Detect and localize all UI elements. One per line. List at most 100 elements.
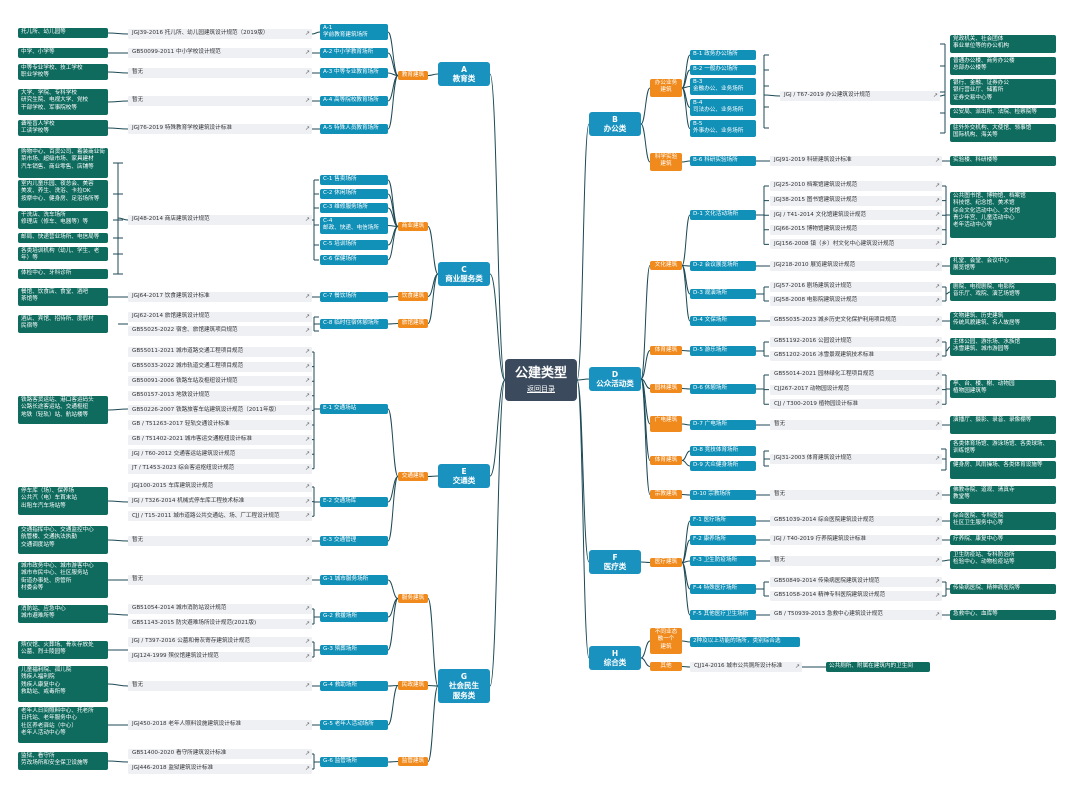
external-link-icon[interactable]: ↗ bbox=[304, 620, 310, 628]
standard-G2a[interactable]: GB51054-2014 城市消防站设计规范↗ bbox=[128, 604, 312, 614]
standard-E2b[interactable]: JGJ / T326-2014 机械式停车库工程技术标准↗ bbox=[128, 496, 312, 507]
sub-G5[interactable]: G-5 老年人活动场所 bbox=[320, 720, 388, 730]
standard-D3a[interactable]: JGJ57-2016 剧场建筑设计规范↗ bbox=[770, 282, 942, 292]
sub-C5[interactable]: C-5 培训场所 bbox=[320, 240, 388, 250]
external-link-icon[interactable]: ↗ bbox=[304, 348, 310, 356]
standard-E2a[interactable]: JGJ100-2015 车库建筑设计规范↗ bbox=[128, 482, 312, 492]
standard-G3a[interactable]: JGJ / T397-2016 公墓和骨灰寄存建筑设计规范↗ bbox=[128, 637, 312, 647]
standard-G1[interactable]: 暂无↗ bbox=[128, 575, 312, 585]
sub-C2[interactable]: C-2 休闲场所 bbox=[320, 189, 388, 199]
standard-C8a[interactable]: JGJ62-2014 旅馆建筑设计规范↗ bbox=[128, 312, 312, 322]
standard-E3[interactable]: 暂无↗ bbox=[128, 536, 312, 546]
sub-D6[interactable]: D-6 休憩场所 bbox=[690, 384, 756, 394]
sub-E2[interactable]: E-2 交通场库 bbox=[320, 497, 388, 507]
sub-D9[interactable]: D-9 大众健身场所 bbox=[690, 461, 756, 471]
external-link-icon[interactable]: ↗ bbox=[304, 512, 310, 520]
external-link-icon[interactable]: ↗ bbox=[304, 721, 310, 729]
external-link-icon[interactable]: ↗ bbox=[304, 30, 310, 38]
external-link-icon[interactable]: ↗ bbox=[304, 464, 310, 472]
sub-E1[interactable]: E-1 交通场站 bbox=[320, 404, 388, 414]
standard-D2[interactable]: JGJ218-2010 展览建筑设计规范↗ bbox=[770, 261, 942, 271]
standard-D10[interactable]: 暂无↗ bbox=[770, 490, 942, 500]
standard-E1i[interactable]: JT / T1453-2023 综合客运枢纽设计规范↗ bbox=[128, 463, 312, 474]
external-link-icon[interactable]: ↗ bbox=[304, 497, 310, 505]
external-link-icon[interactable]: ↗ bbox=[934, 592, 940, 600]
standard-E1h[interactable]: JGJ / T60-2012 交通客运站建筑设计规范↗ bbox=[128, 449, 312, 460]
standard-A5[interactable]: JGJ76-2019 特殊教育学校建筑设计标准↗ bbox=[128, 124, 312, 134]
standard-E1g[interactable]: GB / T51402-2021 城市客运交通枢纽设计标准↗ bbox=[128, 434, 312, 445]
standard-D3b[interactable]: JGJ58-2008 电影院建筑设计规范↗ bbox=[770, 296, 942, 306]
standard-C8b[interactable]: GB55025-2022 宿舍、旅馆建筑项目规范↗ bbox=[128, 326, 312, 336]
sub-B1[interactable]: B-1 政务办公场所 bbox=[690, 50, 756, 60]
external-link-icon[interactable]: ↗ bbox=[934, 611, 940, 619]
external-link-icon[interactable]: ↗ bbox=[304, 377, 310, 385]
standard-H2[interactable]: CJJ14-2016 城市公共厕所设计标准↗ bbox=[690, 662, 802, 672]
sub-G2[interactable]: G-2 救援场所 bbox=[320, 612, 388, 622]
external-link-icon[interactable]: ↗ bbox=[304, 421, 310, 429]
external-link-icon[interactable]: ↗ bbox=[934, 517, 940, 525]
external-link-icon[interactable]: ↗ bbox=[934, 157, 940, 165]
external-link-icon[interactable]: ↗ bbox=[304, 605, 310, 613]
standard-B1[interactable]: JGJ / T67-2019 办公建筑设计规范↗ bbox=[780, 91, 940, 101]
external-link-icon[interactable]: ↗ bbox=[932, 92, 938, 100]
standard-D1a[interactable]: JGJ25-2010 档案馆建筑设计规范↗ bbox=[770, 181, 942, 191]
standard-E1d[interactable]: GB50157-2013 地铁设计规范↗ bbox=[128, 390, 312, 401]
external-link-icon[interactable]: ↗ bbox=[934, 196, 940, 204]
sub-D2[interactable]: D-2 会议展览场所 bbox=[690, 261, 756, 271]
sub-B2[interactable]: B-2 一般办公场所 bbox=[690, 65, 756, 75]
external-link-icon[interactable]: ↗ bbox=[304, 537, 310, 545]
standard-F1[interactable]: GB51039-2014 综合医院建筑设计规范↗ bbox=[770, 516, 942, 526]
standard-E1a[interactable]: GB55011-2021 城市道路交通工程项目规范↗ bbox=[128, 347, 312, 357]
standard-C7[interactable]: JGJ64-2017 饮食建筑设计标准↗ bbox=[128, 292, 312, 302]
external-link-icon[interactable]: ↗ bbox=[304, 216, 310, 224]
external-link-icon[interactable]: ↗ bbox=[304, 49, 310, 57]
external-link-icon[interactable]: ↗ bbox=[934, 491, 940, 499]
sub-C6[interactable]: C-6 保健场所 bbox=[320, 255, 388, 265]
sub-D10[interactable]: D-10 宗教场所 bbox=[690, 490, 756, 500]
standard-D6a[interactable]: GB55014-2021 园林绿化工程项目规范↗ bbox=[770, 370, 942, 380]
sub-D5[interactable]: D-5 游乐场所 bbox=[690, 346, 756, 356]
sub-G3[interactable]: G-3 殡葬场所 bbox=[320, 645, 388, 655]
external-link-icon[interactable]: ↗ bbox=[304, 450, 310, 458]
standard-D5a[interactable]: GB51192-2016 公园设计规范↗ bbox=[770, 337, 942, 347]
sub-A5[interactable]: A-5 特殊人员教育场所 bbox=[320, 124, 388, 134]
external-link-icon[interactable]: ↗ bbox=[304, 435, 310, 443]
sub-F5[interactable]: F-5 其他医疗卫生场所 bbox=[690, 610, 756, 620]
standard-D7[interactable]: 暂无↗ bbox=[770, 420, 942, 430]
standard-G3b[interactable]: JGJ124-1999 殡仪馆建筑设计规范↗ bbox=[128, 652, 312, 662]
back-to-index-link[interactable]: 返回目录 bbox=[527, 384, 555, 393]
standard-G4[interactable]: 暂无↗ bbox=[128, 681, 312, 691]
standard-F5[interactable]: GB / T50939-2013 急救中心建筑设计规范↗ bbox=[770, 610, 942, 620]
standard-A1[interactable]: JGJ39-2016 托儿所、幼儿园建筑设计规范（2019版）↗ bbox=[128, 29, 312, 39]
external-link-icon[interactable]: ↗ bbox=[934, 400, 940, 408]
standard-E1e[interactable]: GB50226-2007 铁路旅客车站建筑设计规范（2011年版）↗ bbox=[128, 405, 312, 416]
standard-A3[interactable]: 暂无↗ bbox=[128, 68, 312, 78]
standard-F4a[interactable]: GB50849-2014 传染病医院建筑设计规范↗ bbox=[770, 577, 942, 587]
standard-D5b[interactable]: GB51202-2016 冰雪景观建筑技术标准↗ bbox=[770, 351, 942, 361]
external-link-icon[interactable]: ↗ bbox=[934, 317, 940, 325]
standard-D6c[interactable]: CJJ / T300-2019 植物园设计标准↗ bbox=[770, 399, 942, 410]
sub-D8[interactable]: D-8 竞技体育场所 bbox=[690, 446, 756, 456]
sub-D1[interactable]: D-1 文化活动场所 bbox=[690, 210, 756, 220]
standard-F4b[interactable]: GB51058-2014 精神专科医院建筑设计规范↗ bbox=[770, 591, 942, 601]
standard-G2b[interactable]: GB51143-2015 防灾避难场所设计规范(2021版)↗ bbox=[128, 619, 312, 629]
external-link-icon[interactable]: ↗ bbox=[794, 663, 800, 671]
standard-D6b[interactable]: CJJ267-2017 动物园设计规范↗ bbox=[770, 384, 942, 395]
standard-E1c[interactable]: GB50091-2006 铁路车站及枢纽设计规范↗ bbox=[128, 376, 312, 387]
sub-E3[interactable]: E-3 交通管理 bbox=[320, 536, 388, 546]
sub-B5[interactable]: B-5 外事办公、业务场所 bbox=[690, 120, 756, 137]
external-link-icon[interactable]: ↗ bbox=[934, 262, 940, 270]
external-link-icon[interactable]: ↗ bbox=[934, 182, 940, 190]
external-link-icon[interactable]: ↗ bbox=[304, 483, 310, 491]
external-link-icon[interactable]: ↗ bbox=[934, 297, 940, 305]
standard-D8[interactable]: JGJ31-2003 体育建筑设计规范↗ bbox=[770, 454, 942, 464]
sub-C3[interactable]: C-3 维修服务场所 bbox=[320, 203, 388, 213]
sub-F1[interactable]: F-1 医疗场所 bbox=[690, 516, 756, 526]
external-link-icon[interactable]: ↗ bbox=[304, 69, 310, 77]
external-link-icon[interactable]: ↗ bbox=[934, 240, 940, 248]
sub-G4[interactable]: G-4 救助场所 bbox=[320, 681, 388, 691]
standard-G6a[interactable]: GB51400-2020 看守所建筑设计标准↗ bbox=[128, 749, 312, 759]
external-link-icon[interactable]: ↗ bbox=[304, 406, 310, 414]
external-link-icon[interactable]: ↗ bbox=[934, 338, 940, 346]
external-link-icon[interactable]: ↗ bbox=[304, 653, 310, 661]
